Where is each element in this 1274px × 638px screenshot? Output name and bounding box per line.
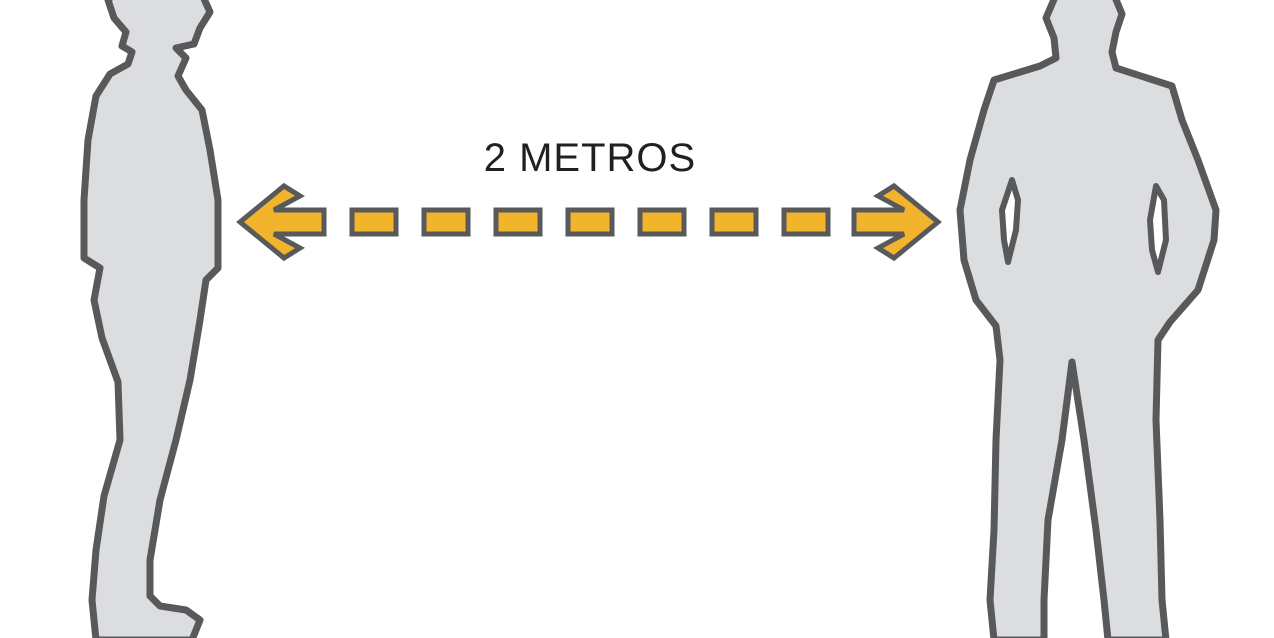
distance-label: 2 METROS: [483, 136, 697, 180]
right-pocket-right: [1147, 183, 1169, 275]
arrow-dash: [637, 207, 687, 237]
distance-arrow: [236, 182, 942, 262]
right-person-silhouette: [956, 0, 1220, 638]
left-person-silhouette: [80, 0, 222, 638]
left-person-body: [80, 0, 222, 638]
arrow-head-left: [236, 182, 327, 262]
arrow-dash: [781, 207, 831, 237]
arrow-dash: [565, 207, 615, 237]
arrow-dash: [709, 207, 759, 237]
arrow-dash: [349, 207, 399, 237]
arrow-dash: [421, 207, 471, 237]
arrow-dash: [493, 207, 543, 237]
arrow-head-right: [851, 182, 942, 262]
right-pocket-left: [999, 177, 1021, 265]
right-person-body: [956, 0, 1220, 638]
